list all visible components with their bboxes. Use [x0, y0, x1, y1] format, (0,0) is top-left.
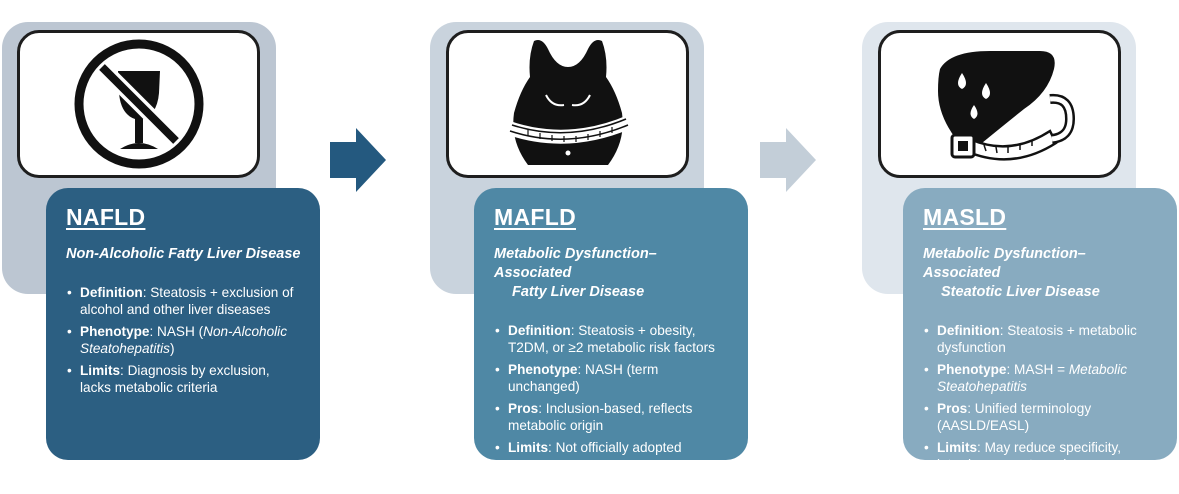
arrow-right-icon [330, 128, 386, 192]
no-alcohol-icon [74, 39, 203, 169]
bullet-list: Definition: Steatosis + exclusion of alc… [66, 284, 304, 396]
card-title: MAFLD [494, 204, 576, 230]
icon-box-nafld [17, 30, 260, 178]
card-title: MASLD [923, 204, 1007, 230]
bullet-phenotype: Phenotype: NASH (Non-Alcoholic Steatohep… [66, 323, 304, 357]
bullet-limits: Limits: Diagnosis by exclusion, lacks me… [66, 362, 304, 396]
bullet-pros: Pros: Inclusion-based, reflects metaboli… [494, 400, 732, 434]
card-nafld: NAFLD Non-Alcoholic Fatty Liver Disease … [46, 188, 320, 460]
arrow-right-icon [760, 128, 816, 192]
icon-box-mafld [446, 30, 689, 178]
bullet-definition: Definition: Steatosis + exclusion of alc… [66, 284, 304, 318]
icon-box-masld [878, 30, 1121, 178]
card-mafld: MAFLD Metabolic Dysfunction–Associated F… [474, 188, 748, 460]
bullet-pros: Pros: Unified terminology (AASLD/EASL) [923, 400, 1161, 434]
bullet-definition: Definition: Steatosis + metabolic dysfun… [923, 322, 1161, 356]
bullet-phenotype: Phenotype: MASH = Metabolic Steatohepati… [923, 361, 1161, 395]
bullet-list: Definition: Steatosis + metabolic dysfun… [923, 322, 1161, 473]
card-title: NAFLD [66, 204, 146, 230]
bullet-definition: Definition: Steatosis + obesity, T2DM, o… [494, 322, 732, 356]
card-subtitle: Non-Alcoholic Fatty Liver Disease [66, 246, 301, 262]
bullet-phenotype: Phenotype: NASH (term unchanged) [494, 361, 732, 395]
liver-droplets-tape-icon [937, 51, 1075, 161]
card-masld: MASLD Metabolic Dysfunction–Associated S… [903, 188, 1177, 472]
obesity-waist-measure-icon [507, 40, 630, 165]
card-subtitle: Metabolic Dysfunction–Associated Fatty L… [494, 246, 657, 300]
bullet-list: Definition: Steatosis + obesity, T2DM, o… [494, 322, 732, 456]
bullet-limits: Limits: Not officially adopted [494, 439, 732, 456]
bullet-limits: Limits: May reduce specificity, introduc… [923, 439, 1161, 473]
card-subtitle: Metabolic Dysfunction–Associated Steatot… [923, 246, 1100, 300]
